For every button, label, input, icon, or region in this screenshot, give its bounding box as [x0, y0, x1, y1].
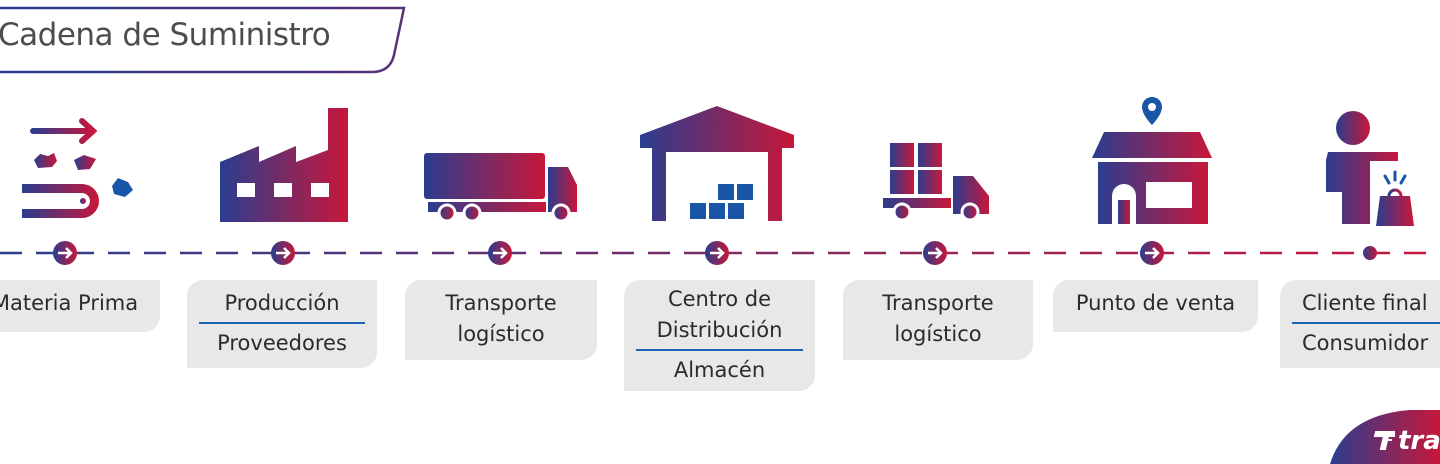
step-label-text: Transporte: [882, 291, 994, 315]
truck-boxes-icon: [883, 143, 989, 222]
arrow-marker-icon: [1140, 241, 1164, 265]
step-label-text: Materia Prima: [0, 291, 139, 315]
separator: [199, 322, 365, 324]
arrow-marker-icon: [271, 241, 295, 265]
step-label-text: Punto de venta: [1075, 291, 1236, 315]
step-label-subtext: Consumidor: [1302, 331, 1429, 355]
step-label-materia-prima: Materia Prima: [0, 280, 160, 332]
step-label-cliente-final: Cliente final Consumidor: [1280, 280, 1440, 368]
step-label-subtext: Almacén: [673, 358, 766, 382]
step-label-centro-distribucion: Centro de Distribución Almacén: [624, 280, 815, 391]
store-location-icon: [1092, 97, 1212, 224]
page-title: Cadena de Suministro: [0, 17, 331, 53]
step-label-text: Distribución: [656, 318, 783, 342]
step-label-text: logístico: [457, 322, 545, 346]
arrow-marker-icon: [705, 241, 729, 265]
arrow-marker-icon: [923, 241, 947, 265]
step-label-produccion: Producción Proveedores: [187, 280, 377, 368]
factory-icon: [220, 108, 348, 222]
end-dot-marker: [1363, 246, 1377, 260]
step-label-subtext: Proveedores: [217, 331, 347, 355]
arrow-marker-icon: [488, 241, 512, 265]
step-label-text: Centro de: [667, 287, 772, 311]
separator: [1292, 322, 1440, 324]
warehouse-icon: [640, 106, 794, 222]
truck-icon: [424, 153, 577, 223]
step-label-text: Cliente final: [1302, 291, 1428, 315]
brand-logo-mark: [1373, 431, 1395, 450]
separator: [636, 349, 803, 351]
arrow-marker-icon: [53, 241, 77, 265]
brand-logo-text: tra: [1398, 426, 1440, 456]
customer-bag-icon: [1326, 111, 1414, 226]
step-label-transporte-2: Transporte logístico: [843, 280, 1033, 360]
step-label-punto-venta: Punto de venta: [1053, 280, 1258, 332]
timeline-markers: [53, 241, 1377, 265]
step-label-transporte-1: Transporte logístico: [405, 280, 597, 360]
step-label-text: logístico: [894, 322, 982, 346]
raw-material-conveyor-icon: [22, 118, 133, 218]
title-frame: [0, 6, 406, 74]
step-label-text: Transporte: [445, 291, 557, 315]
step-label-text: Producción: [224, 291, 340, 315]
